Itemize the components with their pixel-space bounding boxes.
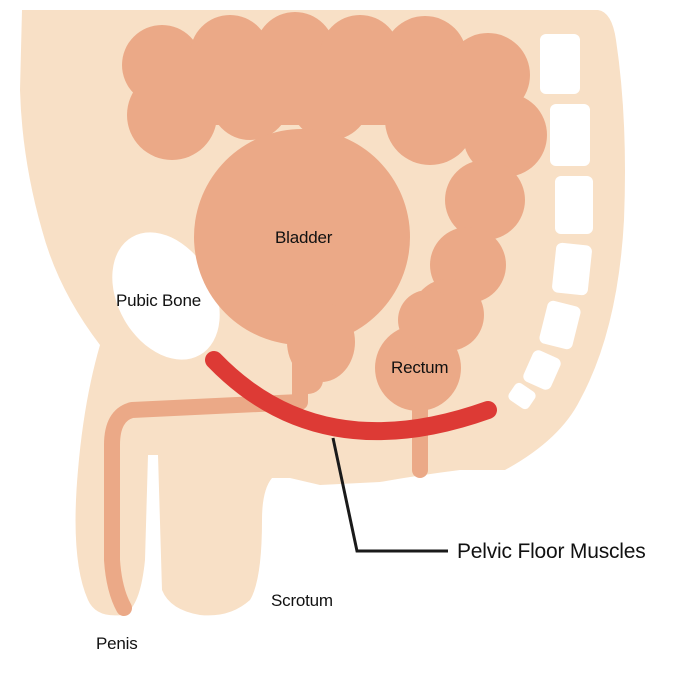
bladder — [194, 129, 410, 394]
label-penis: Penis — [96, 634, 138, 653]
label-rectum: Rectum — [391, 358, 449, 377]
urethra — [104, 352, 308, 616]
pubic-bone — [112, 232, 220, 360]
rectum — [375, 290, 461, 411]
leader-line — [331, 437, 448, 553]
label-pubic-bone: Pubic Bone — [116, 291, 201, 310]
label-bladder: Bladder — [275, 228, 333, 247]
sacrum-vertebrae — [508, 34, 593, 410]
label-scrotum: Scrotum — [271, 591, 333, 610]
label-pelvic-floor-muscles: Pelvic Floor Muscles — [457, 540, 646, 563]
pelvic-floor-muscles — [205, 351, 497, 441]
